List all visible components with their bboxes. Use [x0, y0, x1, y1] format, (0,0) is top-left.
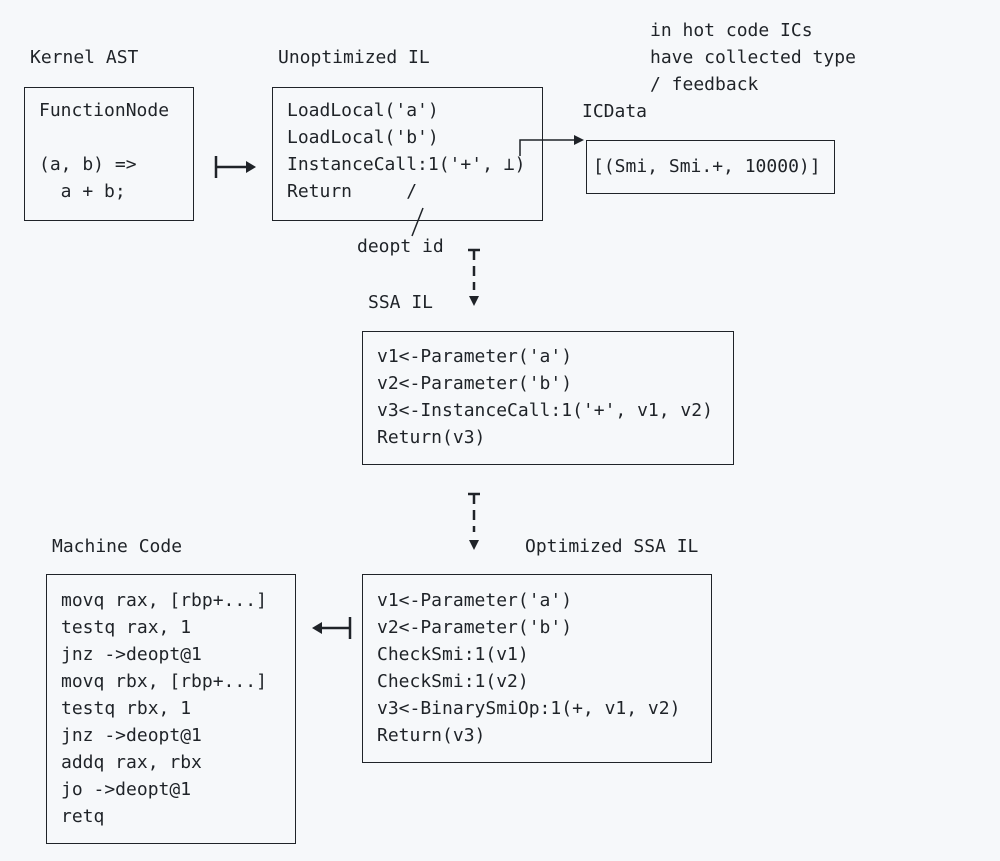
ic-note-line-1: in hot code ICs — [650, 20, 813, 41]
unopt-line: LoadLocal('b') — [287, 127, 439, 148]
machine-line: jo ->deopt@1 — [61, 779, 192, 800]
ssa-il-box: v1<-Parameter('a') v2<-Parameter('b') v3… — [362, 331, 734, 465]
machine-code-label: Machine Code — [52, 536, 183, 557]
machine-line: movq rax, [rbp+...] — [61, 590, 267, 611]
ssa-to-optimized-arrow — [468, 492, 480, 550]
icdata-box: [(Smi, Smi.+, 10000)] — [586, 140, 835, 194]
machine-line: jnz ->deopt@1 — [61, 644, 202, 665]
ssa-il-label: SSA IL — [368, 292, 434, 313]
opt-line: CheckSmi:1(v2) — [377, 671, 529, 692]
ssa-line: Return(v3) — [377, 427, 486, 448]
opt-line: Return(v3) — [377, 725, 486, 746]
ssa-line: v3<-InstanceCall:1('+', v1, v2) — [377, 400, 713, 421]
icdata-line: [(Smi, Smi.+, 10000)] — [593, 156, 821, 177]
ic-note-line-3: / feedback — [650, 74, 759, 95]
kernel-ast-box: FunctionNode (a, b) => a + b; — [24, 87, 194, 221]
kernel-to-unopt-arrow — [214, 156, 256, 178]
ssa-line: v2<-Parameter('b') — [377, 373, 573, 394]
opt-line: v1<-Parameter('a') — [377, 590, 573, 611]
unopt-line: Return / — [287, 181, 418, 202]
machine-code-box: movq rax, [rbp+...] testq rax, 1 jnz ->d… — [46, 574, 296, 844]
machine-line: testq rax, 1 — [61, 617, 192, 638]
machine-line: movq rbx, [rbp+...] — [61, 671, 267, 692]
optimized-ssa-il-box: v1<-Parameter('a') v2<-Parameter('b') Ch… — [362, 574, 712, 763]
deopt-id-label: deopt id — [357, 236, 444, 257]
kernel-line: FunctionNode — [39, 100, 170, 121]
unopt-to-ssa-arrow — [468, 248, 480, 306]
optimized-ssa-il-label: Optimized SSA IL — [525, 536, 699, 557]
kernel-line: (a, b) => — [39, 154, 137, 175]
machine-line: retq — [61, 806, 105, 827]
kernel-line: a + b; — [39, 181, 126, 202]
unoptimized-il-label: Unoptimized IL — [278, 47, 430, 68]
instancecall-to-icdata-arrow — [519, 135, 584, 156]
unopt-line: InstanceCall:1('+', ⊥) — [287, 154, 526, 175]
deopt-id-leader — [411, 207, 424, 237]
unopt-line: LoadLocal('a') — [287, 100, 439, 121]
icdata-label: ICData — [582, 101, 648, 122]
kernel-ast-label: Kernel AST — [30, 47, 139, 68]
opt-line: v2<-Parameter('b') — [377, 617, 573, 638]
ic-note-line-2: have collected type — [650, 47, 856, 68]
machine-line: addq rax, rbx — [61, 752, 202, 773]
machine-line: jnz ->deopt@1 — [61, 725, 202, 746]
ssa-line: v1<-Parameter('a') — [377, 346, 573, 367]
opt-line: v3<-BinarySmiOp:1(+, v1, v2) — [377, 698, 681, 719]
optimized-to-machine-arrow — [312, 617, 352, 639]
opt-line: CheckSmi:1(v1) — [377, 644, 529, 665]
machine-line: testq rbx, 1 — [61, 698, 192, 719]
unoptimized-il-box: LoadLocal('a') LoadLocal('b') InstanceCa… — [272, 87, 543, 221]
